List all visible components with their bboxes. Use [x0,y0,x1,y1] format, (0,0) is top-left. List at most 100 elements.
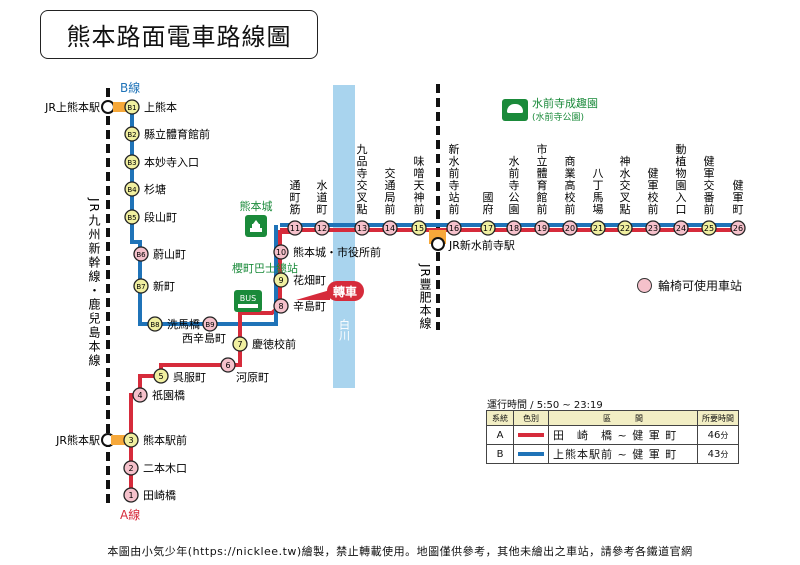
station-code: 18 [509,224,519,233]
station-code: 10 [276,248,286,257]
map-title: 熊本路面電車路線圖 [40,10,318,59]
station-name: 新町 [153,279,175,293]
svg-text:BUS: BUS [240,294,256,303]
station-marker [273,244,289,260]
station-marker [124,181,140,197]
station-code: 1 [128,491,133,500]
color-b [513,444,549,464]
station-name: 水道町 [317,179,328,216]
station-name: 西辛島町 [182,331,226,345]
section-b: 上熊本駅前 ~ 健 軍 町 [548,444,698,464]
station-name: 市立體育館前 [537,142,548,216]
station-name: 神水交叉點 [620,154,631,216]
station-name: 田崎橋 [143,488,176,502]
wheelchair-legend: 輪椅可使用車站 [637,277,742,294]
station-16: 16 新水前寺站前 [446,142,462,236]
station-name: 九品寺交叉點 [357,143,368,216]
station-marker [124,209,140,225]
header-system: 系統 [486,410,514,426]
station-name: 慶徳校前 [252,337,296,351]
station-marker [123,460,139,476]
sakuramachi-bus-terminal: 櫻町巴士總站 BUS [232,261,298,312]
station-code: 23 [648,224,658,233]
station-marker [354,220,370,236]
station-name: 熊本駅前 [143,433,187,447]
station-code: 21 [593,224,603,233]
station-marker [287,220,303,236]
station-marker [590,220,606,236]
wheelchair-station-icon [637,278,652,293]
station-21: 21 八丁馬場 [590,167,606,236]
wheelchair-legend-label: 輪椅可使用車站 [658,279,743,293]
station-marker [232,336,248,352]
station-code: 24 [676,224,686,233]
station-marker [123,432,139,448]
station-marker [730,220,746,236]
station-3: 3 熊本駅前 [123,432,187,448]
kumamoto-castle: 熊本城 [240,199,273,237]
time-b: 43分 [697,444,739,464]
svg-text:櫻町巴士總站: 櫻町巴士總站 [232,261,298,275]
transfer-callout: 轉車 [296,281,364,301]
system-a: A [486,425,514,445]
station-marker [617,220,633,236]
station-name: 新水前寺站前 [449,142,460,216]
station-marker [153,368,169,384]
station-marker [132,387,148,403]
station-code: 3 [128,436,133,445]
station-name: 杉塘 [144,182,166,196]
station-code: 16 [449,224,459,233]
park-icon [502,99,528,121]
station-name: 動植物園入口 [676,142,687,216]
station-code: 22 [620,224,630,233]
legend-row-b: B 上熊本駅前 ~ 健 軍 町 43分 [486,444,739,464]
station-marker [220,357,236,373]
station-name: 八丁馬場 [593,167,604,216]
station-24: 24 動植物園入口 [673,142,689,236]
color-a [513,425,549,445]
station-name: 呉服町 [173,371,206,384]
station-code: 17 [483,224,493,233]
river-label: 白川 [338,318,351,341]
station-code: B2 [127,131,136,139]
station-marker [446,220,462,236]
station-name: 上熊本 [144,100,177,114]
station-marker [202,316,218,332]
station-marker [133,246,149,262]
station-name: 國府 [483,191,494,216]
station-marker [273,272,289,288]
park-subname: (水前寺公園) [532,113,585,123]
station-code: 9 [278,276,283,285]
operating-hours: 運行時間 / 5:50 ~ 23:19 [487,400,603,411]
station-code: B6 [136,251,146,259]
station-code: 14 [385,224,395,233]
station-code: 5 [158,372,163,381]
svg-text:JR熊本駅: JR熊本駅 [55,433,100,447]
station-name: 味噌天神前 [414,155,425,216]
station-marker [480,220,496,236]
route-legend-table: 系統 色別 區 間 所要時間 A 田 崎 橋 ~ 健 軍 町 46分 B 上熊本… [486,410,739,464]
station-code: 8 [278,302,283,311]
station-name: 本妙寺入口 [144,155,199,169]
station-name: 河原町 [236,371,269,384]
jr-kamikumamoto-station: JR上熊本駅 [44,100,115,114]
station-name: 蔚山町 [153,248,186,261]
station-name: 水前寺公園 [509,155,520,216]
station-code: 26 [733,224,743,233]
station-marker [534,220,550,236]
header-time: 所要時間 [697,410,739,426]
